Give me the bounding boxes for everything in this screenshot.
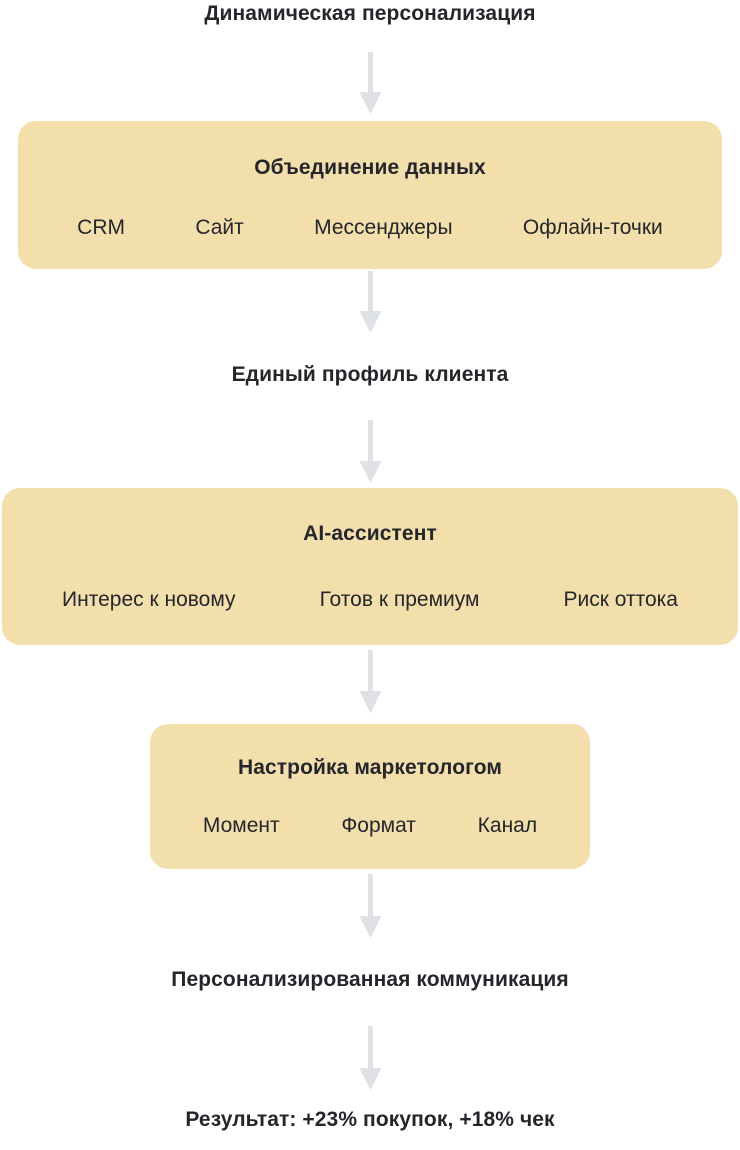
stage-items-data-merge: CRM Сайт Мессенджеры Офлайн-точки [18,216,722,240]
arrow-down-icon [359,874,382,938]
stage-item-interest-in-new: Интерес к новому [62,587,236,611]
stage-item-channel: Канал [477,813,538,837]
arrow-down-icon [359,650,382,713]
label-unified-customer-profile: Единый профиль клиента [231,363,509,386]
arrow-down-icon [359,1026,382,1090]
arrow-down-icon [359,420,382,483]
stage-box-ai-assistant: AI-ассистент Интерес к новому Готов к пр… [2,488,738,645]
stage-item-churn-risk: Риск оттока [563,587,678,611]
stage-items-marketer-setup: Момент Формат Канал [150,814,590,838]
label-result: Результат: +23% покупок, +18% чек [185,1108,555,1131]
stage-box-marketer-setup: Настройка маркетологом Момент Формат Кан… [150,724,590,869]
stage-item-moment: Момент [202,813,280,837]
stage-item-ready-for-premium: Готов к премиум [319,587,480,611]
stage-items-ai-assistant: Интерес к новому Готов к премиум Риск от… [2,588,738,612]
stage-box-data-merge: Объединение данных CRM Сайт Мессенджеры … [18,121,722,269]
stage-item-offline-points: Офлайн-точки [522,216,663,239]
stage-item-messengers: Мессенджеры [314,216,453,239]
label-personalized-communication: Персонализированная коммуникация [171,968,569,991]
stage-heading-ai-assistant: AI-ассистент [303,521,437,545]
stage-heading-marketer-setup: Настройка маркетологом [237,755,503,779]
stage-item-format: Формат [341,813,416,837]
arrow-down-icon [359,271,382,333]
arrow-down-icon [359,52,382,114]
stage-item-site: Сайт [195,216,244,239]
diagram-title: Динамическая персонализация [204,2,536,25]
stage-heading-data-merge: Объединение данных [254,156,486,179]
stage-item-crm: CRM [77,216,125,239]
